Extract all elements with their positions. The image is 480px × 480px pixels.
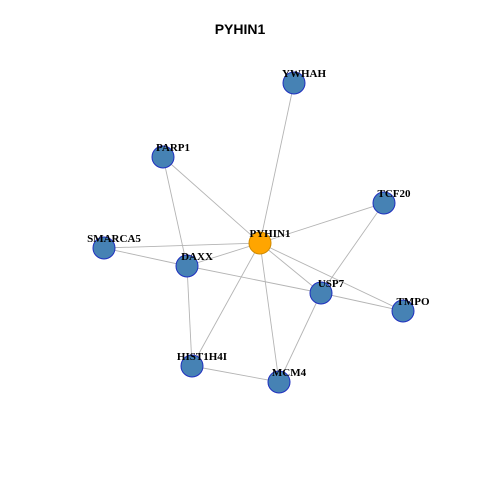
edge-pyhin1-ywhah [259, 82, 295, 244]
node-label-tmpo: TMPO [397, 296, 430, 308]
edge-usp7-mcm4 [278, 292, 322, 383]
edge-pyhin1-daxx [186, 242, 261, 267]
node-layer [92, 71, 415, 394]
edge-smarca5-daxx [103, 247, 188, 267]
edge-parp1-daxx [162, 156, 188, 267]
edge-daxx-usp7 [186, 265, 322, 294]
node-hist1h4i [180, 354, 204, 378]
edge-pyhin1-tmpo [259, 242, 404, 312]
node-label-parp1: PARP1 [156, 142, 190, 154]
node-usp7 [309, 281, 333, 305]
edge-pyhin1-tcf20 [259, 202, 385, 244]
edge-pyhin1-usp7 [259, 242, 322, 294]
node-label-pyhin1: PYHIN1 [250, 228, 291, 240]
node-label-ywhah: YWHAH [282, 68, 326, 80]
node-label-tcf20: TCF20 [378, 188, 412, 200]
node-tmpo [391, 299, 415, 323]
node-mcm4 [267, 370, 291, 394]
edge-hist1h4i-mcm4 [191, 365, 280, 383]
node-smarca5 [92, 236, 116, 260]
node-daxx [175, 254, 199, 278]
edge-usp7-tcf20 [320, 202, 385, 294]
node-label-usp7: USP7 [318, 278, 345, 290]
node-ywhah [282, 71, 306, 95]
edge-usp7-tmpo [320, 292, 404, 312]
edge-pyhin1-parp1 [162, 156, 261, 244]
node-label-hist1h4i: HIST1H4I [177, 351, 227, 363]
graph-title: PYHIN1 [214, 21, 266, 37]
edge-pyhin1-hist1h4i [191, 242, 261, 367]
node-parp1 [151, 145, 175, 169]
node-label-smarca5: SMARCA5 [87, 233, 141, 245]
node-pyhin1 [248, 231, 272, 255]
edge-pyhin1-smarca5 [103, 242, 261, 249]
node-label-daxx: DAXX [181, 251, 213, 263]
edge-layer [103, 82, 404, 383]
node-label-mcm4: MCM4 [272, 367, 307, 379]
edge-pyhin1-mcm4 [259, 242, 280, 383]
node-tcf20 [372, 191, 396, 215]
edge-daxx-hist1h4i [186, 265, 193, 367]
